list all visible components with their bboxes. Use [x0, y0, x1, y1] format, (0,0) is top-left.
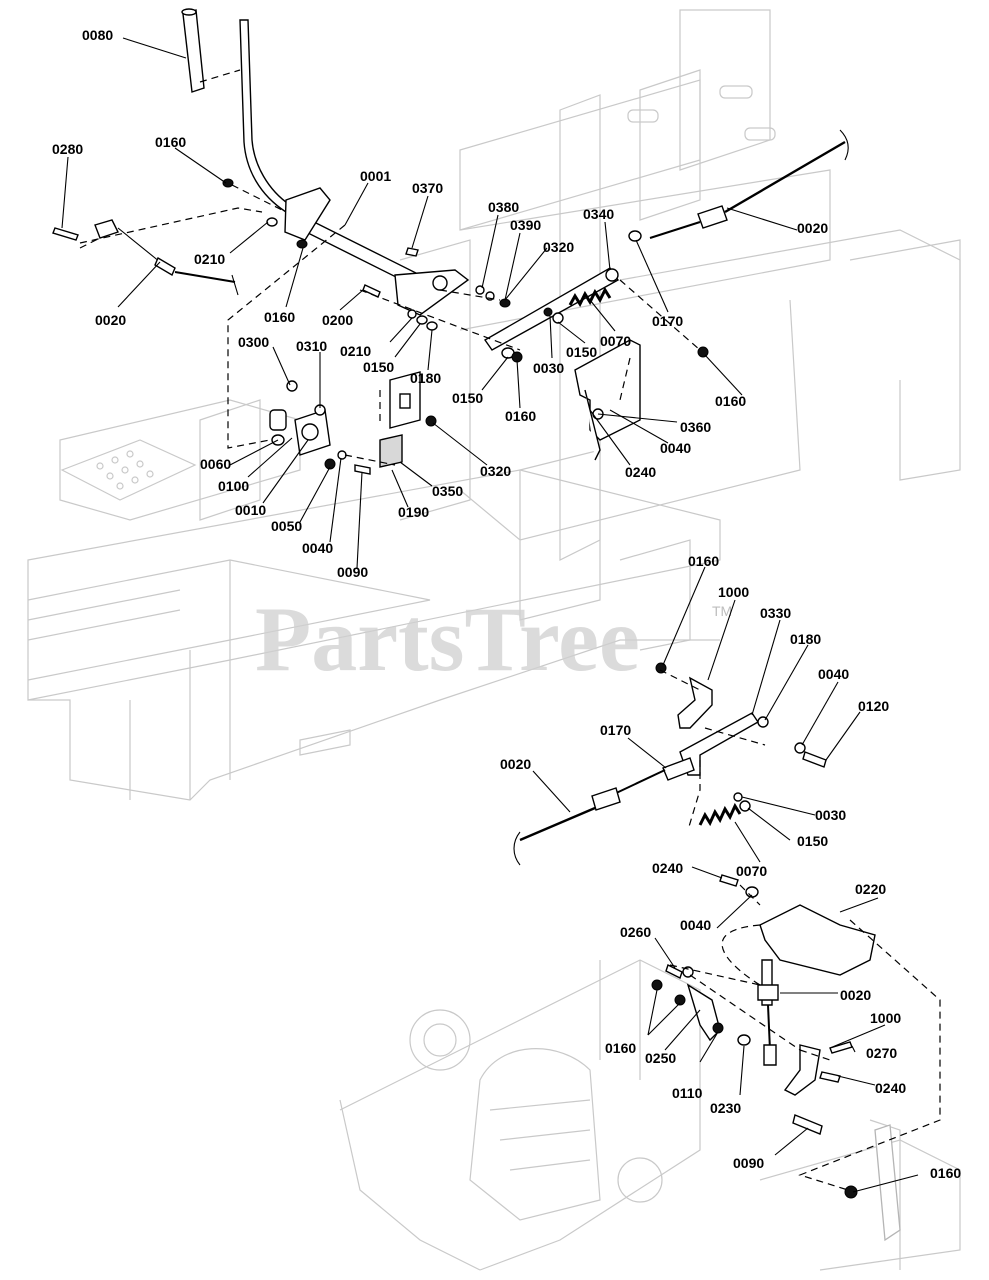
callout-0020-a[interactable]: 0020 [797, 220, 828, 236]
callout-1000-a[interactable]: 1000 [718, 584, 749, 600]
callout-0210-b[interactable]: 0210 [340, 343, 371, 359]
callout-0020-b[interactable]: 0020 [95, 312, 126, 328]
callout-0210-a[interactable]: 0210 [194, 251, 225, 267]
callout-0250[interactable]: 0250 [645, 1050, 676, 1066]
callout-0160-g[interactable]: 0160 [930, 1165, 961, 1181]
callout-0160-d[interactable]: 0160 [715, 393, 746, 409]
callout-0040-b[interactable]: 0040 [302, 540, 333, 556]
callout-labels: 0080 0280 0160 0001 0370 0380 0390 0340 … [52, 27, 961, 1181]
callout-0040-d[interactable]: 0040 [680, 917, 711, 933]
assembly-lines [79, 69, 941, 1191]
callout-0020-d[interactable]: 0020 [840, 987, 871, 1003]
callout-0160-c[interactable]: 0160 [505, 408, 536, 424]
callout-0110[interactable]: 0110 [672, 1085, 703, 1101]
callout-0350[interactable]: 0350 [432, 483, 463, 499]
callout-0180-a[interactable]: 0180 [410, 370, 441, 386]
callout-0160-b[interactable]: 0160 [264, 309, 295, 325]
leader-lines [61, 37, 919, 1193]
callout-0040-a[interactable]: 0040 [660, 440, 691, 456]
pivot-arm [677, 676, 713, 729]
callout-0001[interactable]: 0001 [360, 168, 391, 184]
callout-0070-a[interactable]: 0070 [600, 333, 631, 349]
callout-0240-c[interactable]: 0240 [875, 1080, 906, 1096]
callout-0170-b[interactable]: 0170 [600, 722, 631, 738]
callout-0270[interactable]: 0270 [866, 1045, 897, 1061]
callout-0360[interactable]: 0360 [680, 419, 711, 435]
callout-0240-a[interactable]: 0240 [625, 464, 656, 480]
callout-1000-b[interactable]: 1000 [870, 1010, 901, 1026]
callout-0180-b[interactable]: 0180 [790, 631, 821, 647]
callout-0230[interactable]: 0230 [710, 1100, 741, 1116]
control-lever [239, 19, 291, 213]
callout-0220[interactable]: 0220 [855, 881, 886, 897]
callout-0280[interactable]: 0280 [52, 141, 83, 157]
callout-0370[interactable]: 0370 [412, 180, 443, 196]
callout-0030-b[interactable]: 0030 [815, 807, 846, 823]
callout-0040-c[interactable]: 0040 [818, 666, 849, 682]
spring-top [568, 286, 612, 308]
callout-0330[interactable]: 0330 [760, 605, 791, 621]
callout-0310[interactable]: 0310 [296, 338, 327, 354]
callout-0050[interactable]: 0050 [271, 518, 302, 534]
cable-bracket [759, 904, 876, 976]
callout-0150-c[interactable]: 0150 [452, 390, 483, 406]
callout-0120[interactable]: 0120 [858, 698, 889, 714]
callout-0020-c[interactable]: 0020 [500, 756, 531, 772]
callout-0090-a[interactable]: 0090 [337, 564, 368, 580]
callout-0190[interactable]: 0190 [398, 504, 429, 520]
callout-0160-a[interactable]: 0160 [155, 134, 186, 150]
callout-0090-b[interactable]: 0090 [733, 1155, 764, 1171]
callout-0060[interactable]: 0060 [200, 456, 231, 472]
callout-0100[interactable]: 0100 [218, 478, 249, 494]
callout-0380[interactable]: 0380 [488, 199, 519, 215]
callout-0200[interactable]: 0200 [322, 312, 353, 328]
callout-0300[interactable]: 0300 [238, 334, 269, 350]
handle-grip [182, 9, 205, 93]
callout-0240-b[interactable]: 0240 [652, 860, 683, 876]
callout-0080[interactable]: 0080 [82, 27, 113, 43]
callout-0170-a[interactable]: 0170 [652, 313, 683, 329]
callout-0150-b[interactable]: 0150 [566, 344, 597, 360]
lower-arm [783, 1044, 821, 1096]
callout-0160-f[interactable]: 0160 [605, 1040, 636, 1056]
link-bar [483, 267, 620, 351]
slot-link [679, 712, 759, 776]
callout-0030-a[interactable]: 0030 [533, 360, 564, 376]
callout-0320-b[interactable]: 0320 [480, 463, 511, 479]
callout-0070-b[interactable]: 0070 [736, 863, 767, 879]
callout-0150-a[interactable]: 0150 [363, 359, 394, 375]
watermark-tm: TM [712, 603, 732, 619]
callout-0260[interactable]: 0260 [620, 924, 651, 940]
callout-0150-d[interactable]: 0150 [797, 833, 828, 849]
watermark: PartsTree [255, 588, 640, 690]
callout-0160-e[interactable]: 0160 [688, 553, 719, 569]
callout-0010[interactable]: 0010 [235, 502, 266, 518]
callout-0390[interactable]: 0390 [510, 217, 541, 233]
callout-0320-a[interactable]: 0320 [543, 239, 574, 255]
spring-mid [698, 802, 742, 827]
callout-0340[interactable]: 0340 [583, 206, 614, 222]
